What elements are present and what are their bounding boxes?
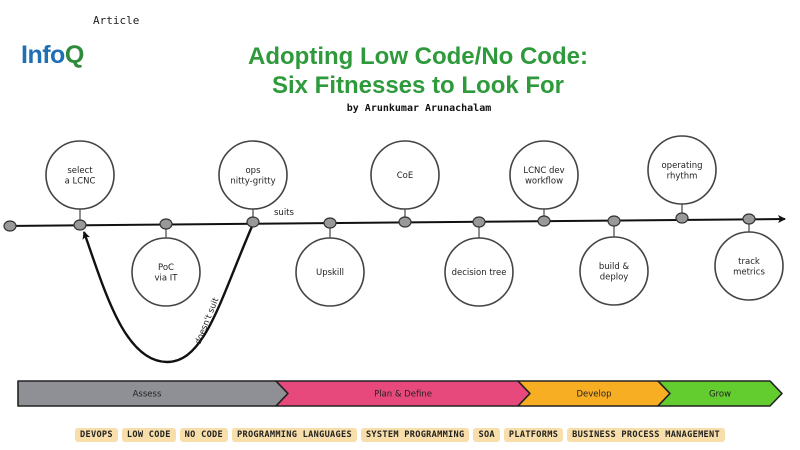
node-label: decision tree [452, 268, 507, 278]
node-decision-tree: decision tree [444, 237, 514, 307]
phase-assess: Assess [17, 380, 289, 407]
node-label: nitty-gritty [230, 176, 275, 186]
node-label: LCNC dev [523, 166, 564, 176]
infoq-logo[interactable]: InfoQ [21, 41, 84, 70]
phase-label: Plan & Define [374, 390, 432, 400]
node-coe: CoE [370, 140, 440, 210]
phase-label: Assess [133, 390, 162, 400]
phase-plan-define: Plan & Define [275, 380, 531, 407]
timeline-milestone-dot [675, 212, 689, 224]
node-circle [131, 237, 201, 307]
logo-accent-text: Q [64, 41, 84, 69]
topic-tag-no-code[interactable]: NO CODE [179, 428, 228, 442]
timeline-milestone-dot [159, 218, 173, 230]
node-circle [218, 140, 288, 210]
node-circle [370, 140, 440, 210]
topic-tag-system-programming[interactable]: SYSTEM PROGRAMMING [360, 428, 470, 442]
node-circle [444, 237, 514, 307]
timeline-arrow [4, 215, 786, 227]
timeline-milestone-dot [537, 215, 551, 227]
timeline-milestone-dot [323, 217, 337, 229]
title-line-1: Adopting Low Code/No Code: [248, 43, 588, 70]
timeline-milestone-dot [742, 213, 756, 225]
phase-grow: Grow [657, 380, 783, 407]
node-circle [45, 140, 115, 210]
article-type-label: Article [93, 14, 140, 27]
node-label: ops [245, 166, 261, 176]
node-label: select [67, 166, 93, 176]
node-label: CoE [397, 171, 414, 181]
node-label: deploy [600, 272, 629, 282]
node-circle [579, 236, 649, 306]
page-title: Adopting Low Code/No Code: Six Fitnesses… [200, 42, 636, 100]
node-label: rhythm [667, 171, 698, 181]
node-circle [509, 140, 579, 210]
title-line-2: Six Fitnesses to Look For [271, 72, 565, 99]
node-label: build & [599, 262, 630, 272]
timeline-milestone-dot [607, 215, 621, 227]
node-label: metrics [733, 267, 765, 277]
doesnt-suit-label: doesn't suit [194, 296, 222, 346]
node-label: operating [661, 161, 702, 171]
phase-segment [657, 380, 783, 407]
timeline-milestone-dot [73, 219, 87, 231]
topic-tag-business-process-management[interactable]: BUSINESS PROCESS MANAGEMENT [567, 428, 725, 442]
node-label: PoC [158, 263, 174, 273]
node-upskill: Upskill [295, 237, 365, 307]
node-label: Upskill [316, 268, 344, 278]
timeline-milestone-dot [246, 216, 260, 228]
node-circle [295, 237, 365, 307]
topic-tag-low-code[interactable]: LOW CODE [121, 428, 176, 442]
author-byline: by Arunkumar Arunachalam [346, 103, 492, 114]
topic-tag-programming-languages[interactable]: PROGRAMMING LANGUAGES [232, 428, 357, 442]
node-circle [647, 135, 717, 205]
suits-label: suits [274, 208, 295, 218]
doesnt-suit-loop-arrow [82, 223, 255, 364]
topic-tag-soa[interactable]: SOA [473, 428, 500, 442]
timeline-milestone-dot [3, 220, 17, 232]
logo-main-text: Info [21, 41, 65, 69]
node-label: a LCNC [65, 176, 96, 186]
phase-label: Develop [577, 390, 612, 400]
topic-tag-devops[interactable]: DEVOPS [75, 428, 118, 442]
node-circle [714, 231, 784, 301]
node-build-deploy: build &deploy [579, 236, 649, 306]
timeline-milestone-dot [398, 216, 412, 228]
topic-tag-platforms[interactable]: PLATFORMS [503, 428, 564, 442]
phase-label: Grow [709, 390, 731, 400]
node-label: workflow [525, 176, 563, 186]
timeline-milestone-dot [472, 216, 486, 228]
node-label: via IT [154, 273, 178, 283]
node-label: track [738, 257, 760, 267]
phase-develop: Develop [517, 380, 671, 407]
